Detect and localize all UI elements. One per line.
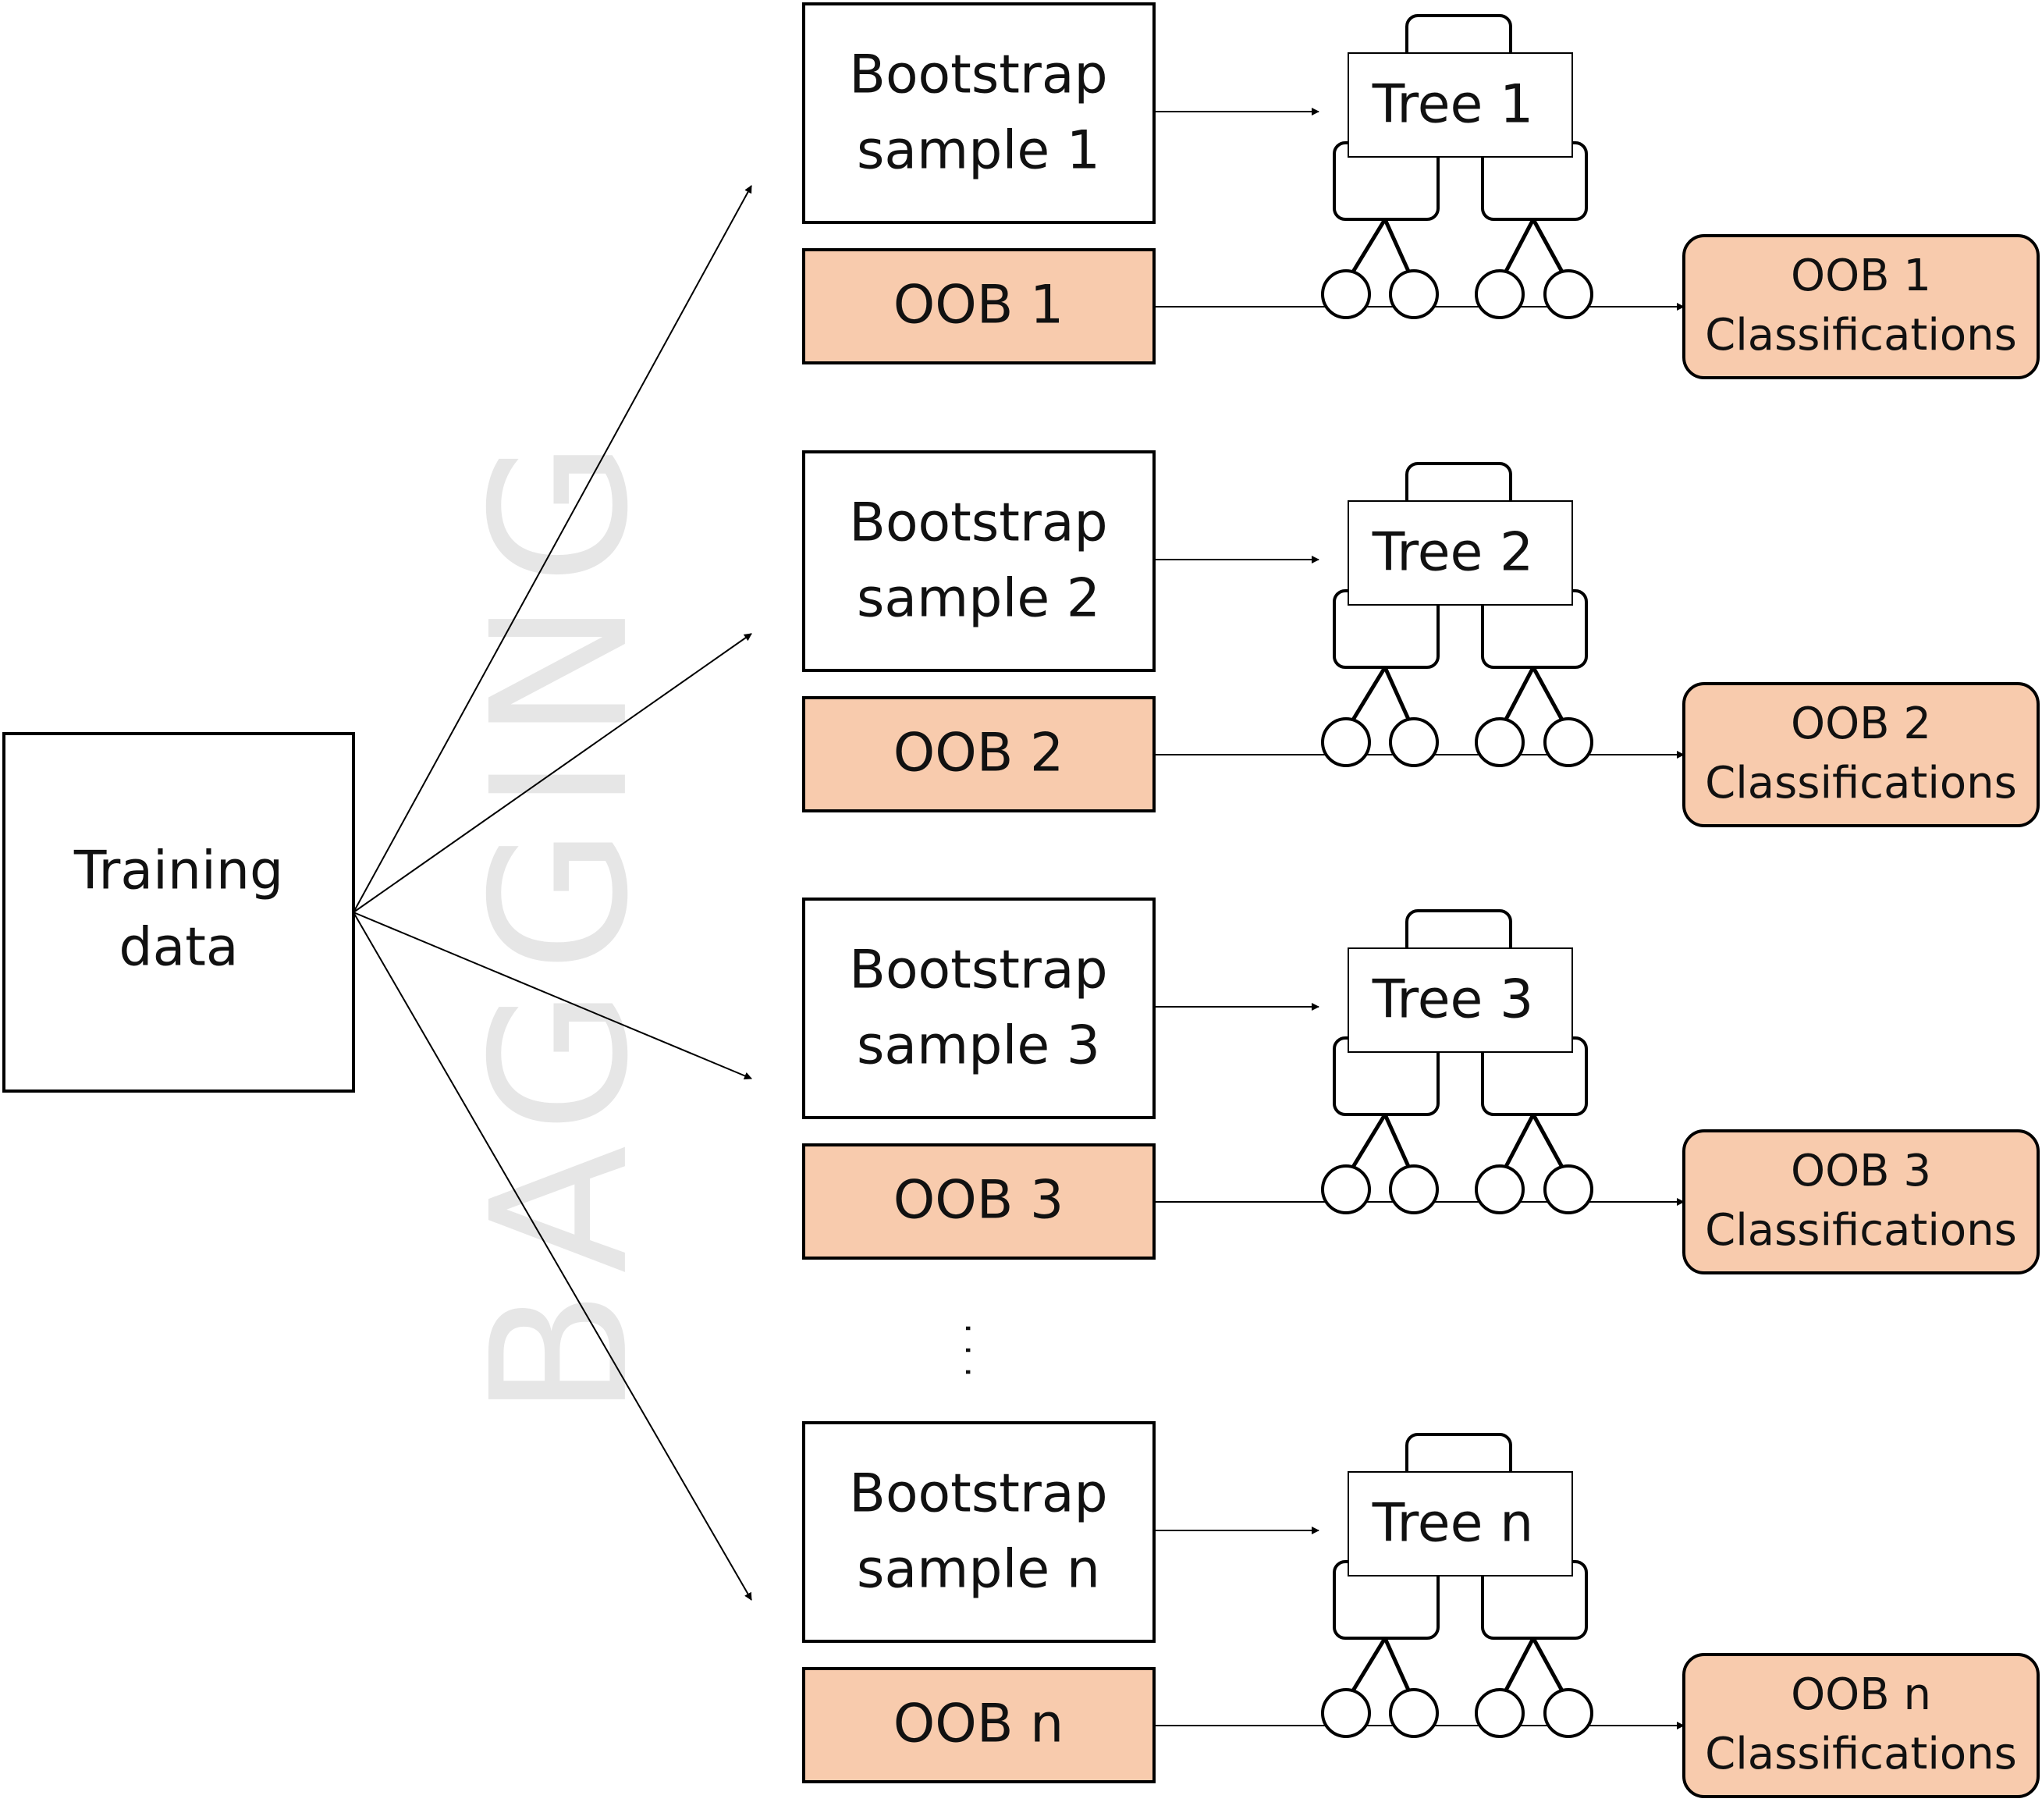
oob-box xyxy=(802,1667,1156,1783)
decision-tree-icon: Tree n xyxy=(1321,1433,1593,1738)
pipeline-group-n: Bootstrap sample n OOB n Tree n OOB n Classif… xyxy=(802,1421,2040,1798)
oob-label: OOB 3 xyxy=(893,1170,1064,1232)
classification-label-line-1: OOB 2 xyxy=(1791,698,1931,749)
oob-classification-box xyxy=(1682,682,2040,827)
tree-leaf-icon xyxy=(1389,717,1439,767)
tree-leaf-icon xyxy=(1321,269,1371,319)
tree-leaf-icon xyxy=(1543,269,1593,319)
bootstrap-label-line-2: sample 3 xyxy=(857,1015,1100,1077)
bagging-arrow-n xyxy=(353,912,752,1601)
oob-classification-box xyxy=(1682,234,2040,379)
tree-label: Tree 1 xyxy=(1372,74,1534,136)
tree-leaf-icon xyxy=(1475,1164,1525,1214)
classification-label-line-1: OOB 1 xyxy=(1791,251,1931,301)
bagging-arrow-2 xyxy=(353,633,752,913)
bootstrap-sample-box xyxy=(802,2,1156,224)
bootstrap-label-line-2: sample n xyxy=(857,1539,1100,1601)
tree-leaf-icon xyxy=(1475,1688,1525,1738)
tree-leaf-icon xyxy=(1389,1164,1439,1214)
bootstrap-sample-box xyxy=(802,1421,1156,1643)
oob-classification-box xyxy=(1682,1129,2040,1274)
classification-label-line-2: Classifications xyxy=(1705,1729,2017,1779)
tree-label: Tree 2 xyxy=(1372,522,1534,584)
oob-box xyxy=(802,1143,1156,1260)
bootstrap-sample-box xyxy=(802,450,1156,672)
decision-tree-icon: Tree 1 xyxy=(1321,14,1593,319)
classification-label-line-1: OOB 3 xyxy=(1791,1146,1931,1196)
bootstrap-label-line-2: sample 2 xyxy=(857,568,1100,630)
bootstrap-label-line-1: Bootstrap xyxy=(849,492,1107,554)
tree-label: Tree n xyxy=(1372,1493,1533,1555)
pipeline-group-1: Bootstrap sample 1 OOB 1 Tree 1 OOB 1 Classif… xyxy=(802,2,2040,379)
classification-label-line-2: Classifications xyxy=(1705,1205,2017,1256)
bagging-arrow-3 xyxy=(353,912,752,1080)
training-label-line-1: Training xyxy=(73,841,283,902)
bootstrap-sample-box xyxy=(802,898,1156,1119)
tree-leaf-icon xyxy=(1543,1688,1593,1738)
bootstrap-label-line-1: Bootstrap xyxy=(849,1463,1107,1525)
classification-label-line-2: Classifications xyxy=(1705,758,2017,809)
bootstrap-label-line-1: Bootstrap xyxy=(849,44,1107,106)
decision-tree-icon: Tree 2 xyxy=(1321,462,1593,767)
tree-leaf-icon xyxy=(1543,717,1593,767)
bagging-arrows xyxy=(353,185,752,1601)
training-data-box: Training data xyxy=(2,732,355,1093)
tree-leaf-icon xyxy=(1389,269,1439,319)
bagging-watermark: BAGGING xyxy=(451,425,669,1418)
classification-label-line-1: OOB n xyxy=(1791,1669,1931,1720)
oob-box xyxy=(802,696,1156,812)
oob-label: OOB 2 xyxy=(893,723,1064,784)
tree-leaf-icon xyxy=(1321,1164,1371,1214)
bagging-arrow-1 xyxy=(353,185,752,913)
oob-label: OOB n xyxy=(893,1694,1064,1755)
tree-leaf-icon xyxy=(1475,269,1525,319)
tree-label: Tree 3 xyxy=(1372,969,1534,1031)
tree-leaf-icon xyxy=(1475,717,1525,767)
pipeline-group-3: Bootstrap sample 3 OOB 3 Tree 3 OOB 3 Classif… xyxy=(802,898,2040,1274)
tree-leaf-icon xyxy=(1321,717,1371,767)
bootstrap-label-line-2: sample 1 xyxy=(857,120,1100,182)
classification-label-line-2: Classifications xyxy=(1705,310,2017,361)
training-label-line-2: data xyxy=(119,917,238,979)
pipeline-group-2: Bootstrap sample 2 OOB 2 Tree 2 OOB 2 Classif… xyxy=(802,450,2040,827)
tree-leaf-icon xyxy=(1321,1688,1371,1738)
tree-root-box xyxy=(1348,1471,1573,1577)
oob-box xyxy=(802,248,1156,364)
ellipsis: . . . xyxy=(957,1323,997,1377)
bootstrap-label-line-1: Bootstrap xyxy=(849,940,1107,1001)
decision-tree-icon: Tree 3 xyxy=(1321,909,1593,1214)
oob-label: OOB 1 xyxy=(893,275,1064,336)
tree-leaf-icon xyxy=(1389,1688,1439,1738)
tree-root-box xyxy=(1348,500,1573,606)
tree-root-box xyxy=(1348,52,1573,158)
oob-classification-box xyxy=(1682,1653,2040,1798)
tree-leaf-icon xyxy=(1543,1164,1593,1214)
tree-root-box xyxy=(1348,947,1573,1053)
